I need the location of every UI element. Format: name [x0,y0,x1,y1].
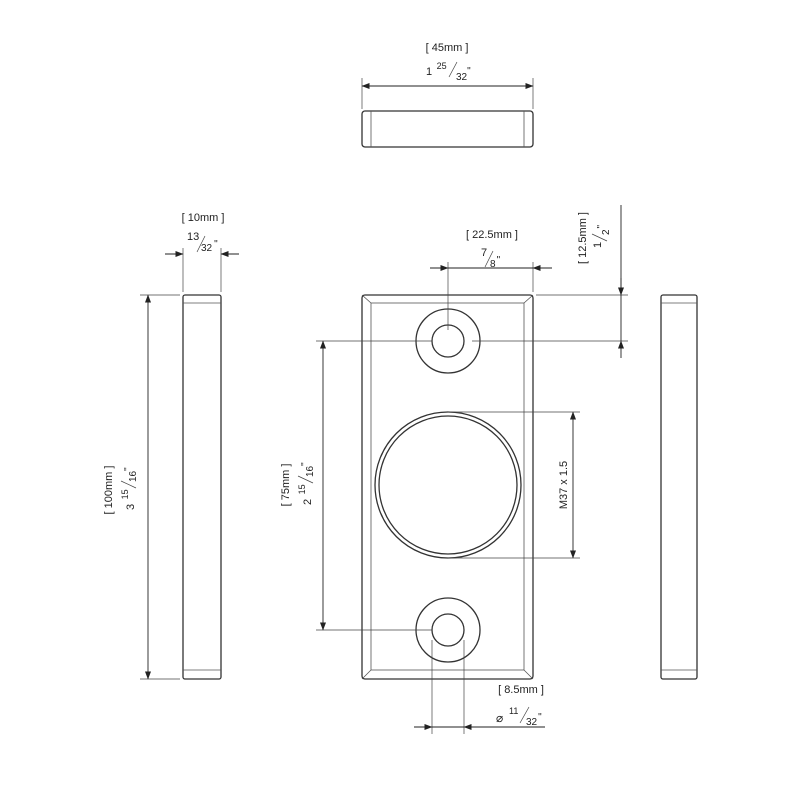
thread-dimension: M37 x 1.5 [448,411,580,559]
svg-text:16": 16" [123,467,139,482]
thread-bore-outer [374,411,522,559]
width-inch-label: 1 25 [426,61,447,79]
top-view-outline [361,110,534,148]
svg-text:7: 7 [481,247,487,259]
left-side-outline [182,294,222,680]
length-dimension: [ 100mm ] 3 15 16" [103,294,180,680]
thickness-mm-label: [ 10mm ] [182,212,225,224]
right-side-outline [660,294,698,680]
thread-label: M37 x 1.5 [558,461,570,509]
svg-text:13: 13 [187,231,199,243]
hole-spacing-y-mm-label: [ 75mm ] [280,464,292,507]
hole-diameter-dimension: [ 8.5mm ] ⌀ 11 32" [414,640,545,734]
hole-spacing-x-mm-label: [ 22.5mm ] [466,229,518,241]
width-dimension: [ 45mm ] 1 25 32" [361,42,534,109]
left-side-view [182,294,222,680]
bottom-hole [431,613,465,647]
hole-offset-top-mm-label: [ 12.5mm ] [577,212,589,264]
width-mm-label: [ 45mm ] [426,42,469,54]
svg-text:2 15: 2 15 [297,484,315,505]
svg-text:32": 32" [201,239,218,254]
hole-spacing-y-dimension: [ 75mm ] 2 15 16" [280,340,432,631]
svg-text:32": 32" [456,66,471,83]
svg-text:8": 8" [490,255,501,270]
front-view [361,294,534,680]
svg-text:11: 11 [509,706,518,716]
top-view [361,110,534,148]
thread-bore-inner [378,415,518,555]
svg-text:32": 32" [526,712,542,728]
hole-diameter-mm-label: [ 8.5mm ] [498,684,544,696]
thickness-dimension: [ 10mm ] 13 32" [165,212,239,292]
svg-text:2": 2" [596,224,612,235]
hole-spacing-x-dimension: [ 22.5mm ] 7 8" [430,229,552,330]
svg-text:1: 1 [592,242,604,248]
hole-offset-top-dimension: [ 12.5mm ] 1 2" [472,205,628,358]
plate-chamfer [370,302,525,671]
plate-outline [361,294,534,680]
svg-text:3 15: 3 15 [120,489,138,510]
svg-text:⌀: ⌀ [496,711,503,725]
right-side-view [660,294,698,680]
svg-text:16": 16" [300,462,316,477]
length-mm-label: [ 100mm ] [103,466,115,515]
